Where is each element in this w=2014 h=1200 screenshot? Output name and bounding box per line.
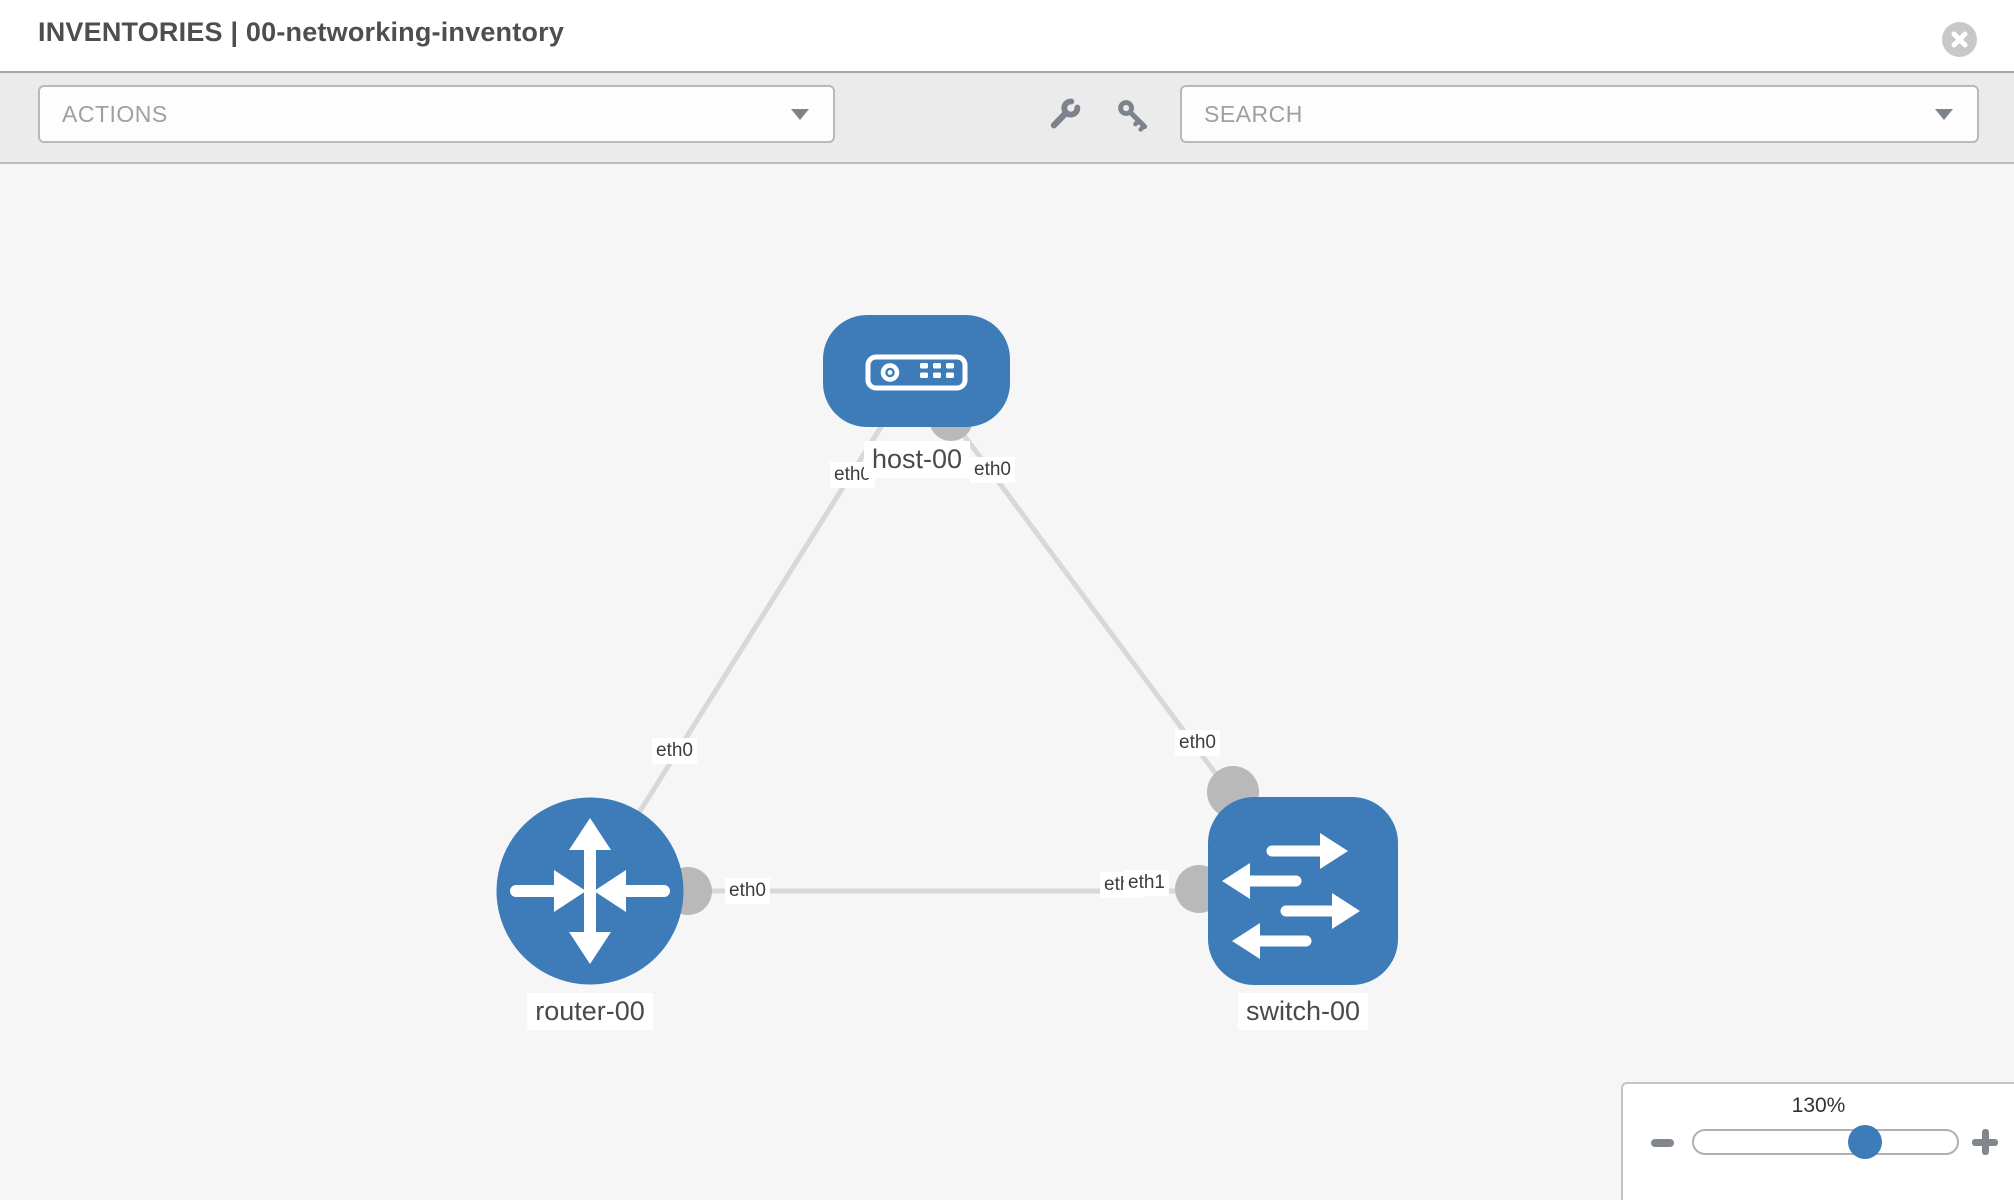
zoom-level-value: 130% (1791, 1094, 1846, 1117)
wrench-icon (1050, 98, 1081, 129)
node-switch-00[interactable] (1208, 797, 1398, 985)
close-icon (1951, 31, 1968, 48)
interface-label-router-eth0-top: eth0 (652, 738, 697, 764)
interface-label-host-eth0-right: eth0 (970, 457, 1015, 483)
actions-dropdown-label: ACTIONS (62, 100, 168, 127)
page-title: INVENTORIES | 00-networking-inventory (38, 17, 565, 47)
chevron-down-icon (1935, 109, 1953, 120)
zoom-out-button[interactable] (1651, 1139, 1674, 1147)
node-label-switch-00: switch-00 (1237, 993, 1369, 1030)
node-label-router-00: router-00 (527, 993, 653, 1030)
search-dropdown-label: SEARCH (1204, 100, 1303, 127)
key-icon (1118, 100, 1148, 132)
router-icon (510, 818, 670, 964)
node-router-00[interactable] (496, 797, 684, 985)
configure-button[interactable] (1046, 97, 1084, 135)
toolbar: ACTIONS SEARCH (0, 71, 2014, 164)
search-dropdown[interactable]: SEARCH (1180, 85, 1979, 143)
topology-graph (496, 315, 1398, 985)
node-label-host-00: host-00 (863, 441, 971, 478)
node-host-00[interactable] (823, 315, 1010, 427)
interface-label-switch-eth1: eth1 (1124, 870, 1169, 896)
chevron-down-icon (791, 109, 809, 120)
topology-canvas[interactable]: eth0 eth0 eth0 eth0 eth0 eth0 eth1 host-… (0, 164, 2014, 1200)
zoom-slider-track[interactable] (1692, 1129, 1959, 1155)
host-icon (865, 354, 968, 391)
switch-icon (1222, 833, 1360, 959)
zoom-control-panel: 130% (1621, 1082, 2014, 1200)
link-host-router[interactable] (587, 369, 919, 893)
header: INVENTORIES | 00-networking-inventory (0, 0, 2014, 71)
zoom-slider-thumb[interactable] (1848, 1125, 1882, 1159)
actions-dropdown[interactable]: ACTIONS (38, 85, 835, 143)
zoom-in-button[interactable] (1972, 1129, 1998, 1155)
interface-label-switch-eth0: eth0 (1175, 730, 1220, 756)
credentials-button[interactable] (1115, 97, 1153, 135)
interface-label-router-eth0-right: eth0 (725, 878, 770, 904)
close-button[interactable] (1942, 22, 1977, 57)
